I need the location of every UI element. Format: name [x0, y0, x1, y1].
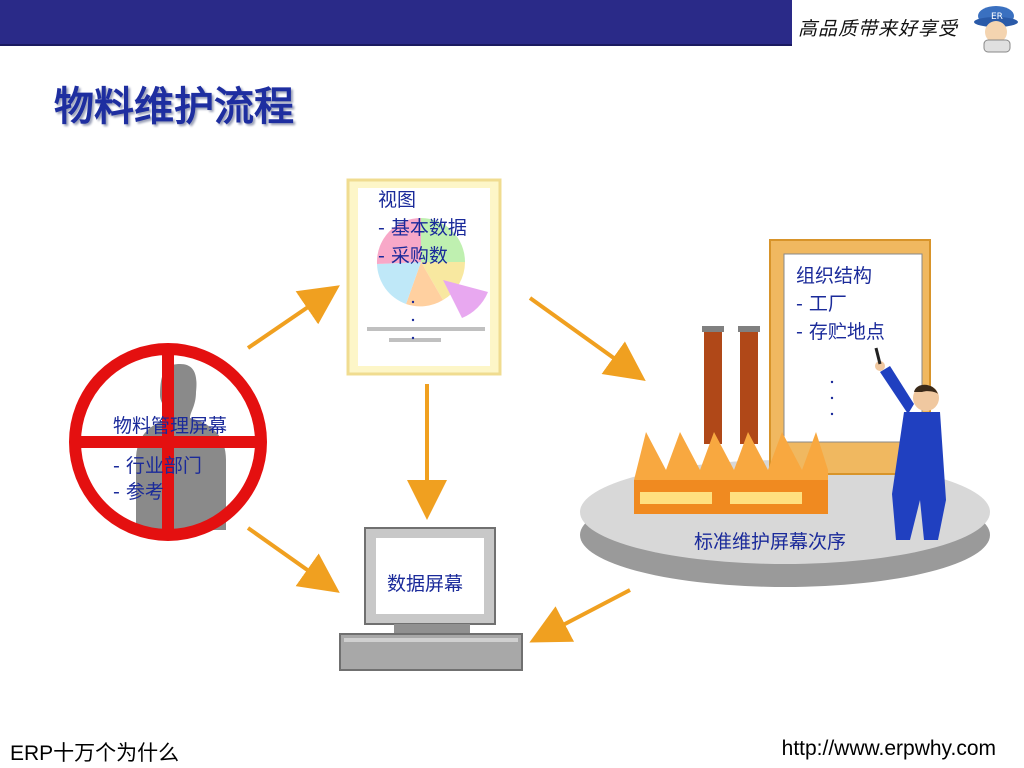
mascot-logo-icon: ER — [974, 6, 1018, 53]
view-item-2: - 采购数 — [378, 245, 448, 267]
flow-arrows — [246, 285, 646, 643]
org-item-2: - 存贮地点 — [796, 321, 885, 343]
org-title: 组织结构 — [796, 265, 873, 287]
footer-left-text: ERP十万个为什么 — [10, 742, 180, 765]
material-screen-item-2: - 参考 — [113, 481, 164, 503]
data-screen-label: 数据屏幕 — [387, 573, 464, 595]
footer-url[interactable]: http://www.erpwhy.com — [781, 737, 996, 760]
svg-text:ER: ER — [991, 12, 1003, 22]
standard-sequence-label: 标准维护屏幕次序 — [694, 531, 847, 553]
arrow-target-to-view — [246, 285, 340, 350]
ellipsis-dots — [411, 300, 834, 416]
page-title: 物料维护流程 — [54, 84, 294, 130]
material-screen-item-1: - 行业部门 — [113, 455, 202, 477]
arrow-factory-to-monitor — [529, 588, 631, 643]
logo-area: ER — [792, 0, 1024, 54]
view-title: 视图 — [378, 189, 417, 211]
material-screen-title: 物料管理屏幕 — [113, 415, 228, 437]
view-item-1: - 基本数据 — [378, 217, 467, 239]
factory-icon — [634, 326, 828, 514]
target-icon — [69, 343, 267, 541]
presenter-person-icon — [874, 347, 946, 540]
pie-chart-document-icon — [346, 178, 502, 376]
logo-slogan: 高品质带来好享受 — [798, 18, 959, 40]
org-item-1: - 工厂 — [796, 293, 847, 315]
arrow-target-to-monitor — [246, 526, 340, 593]
arrow-view-to-factory — [528, 296, 646, 381]
computer-monitor-icon — [339, 527, 523, 671]
